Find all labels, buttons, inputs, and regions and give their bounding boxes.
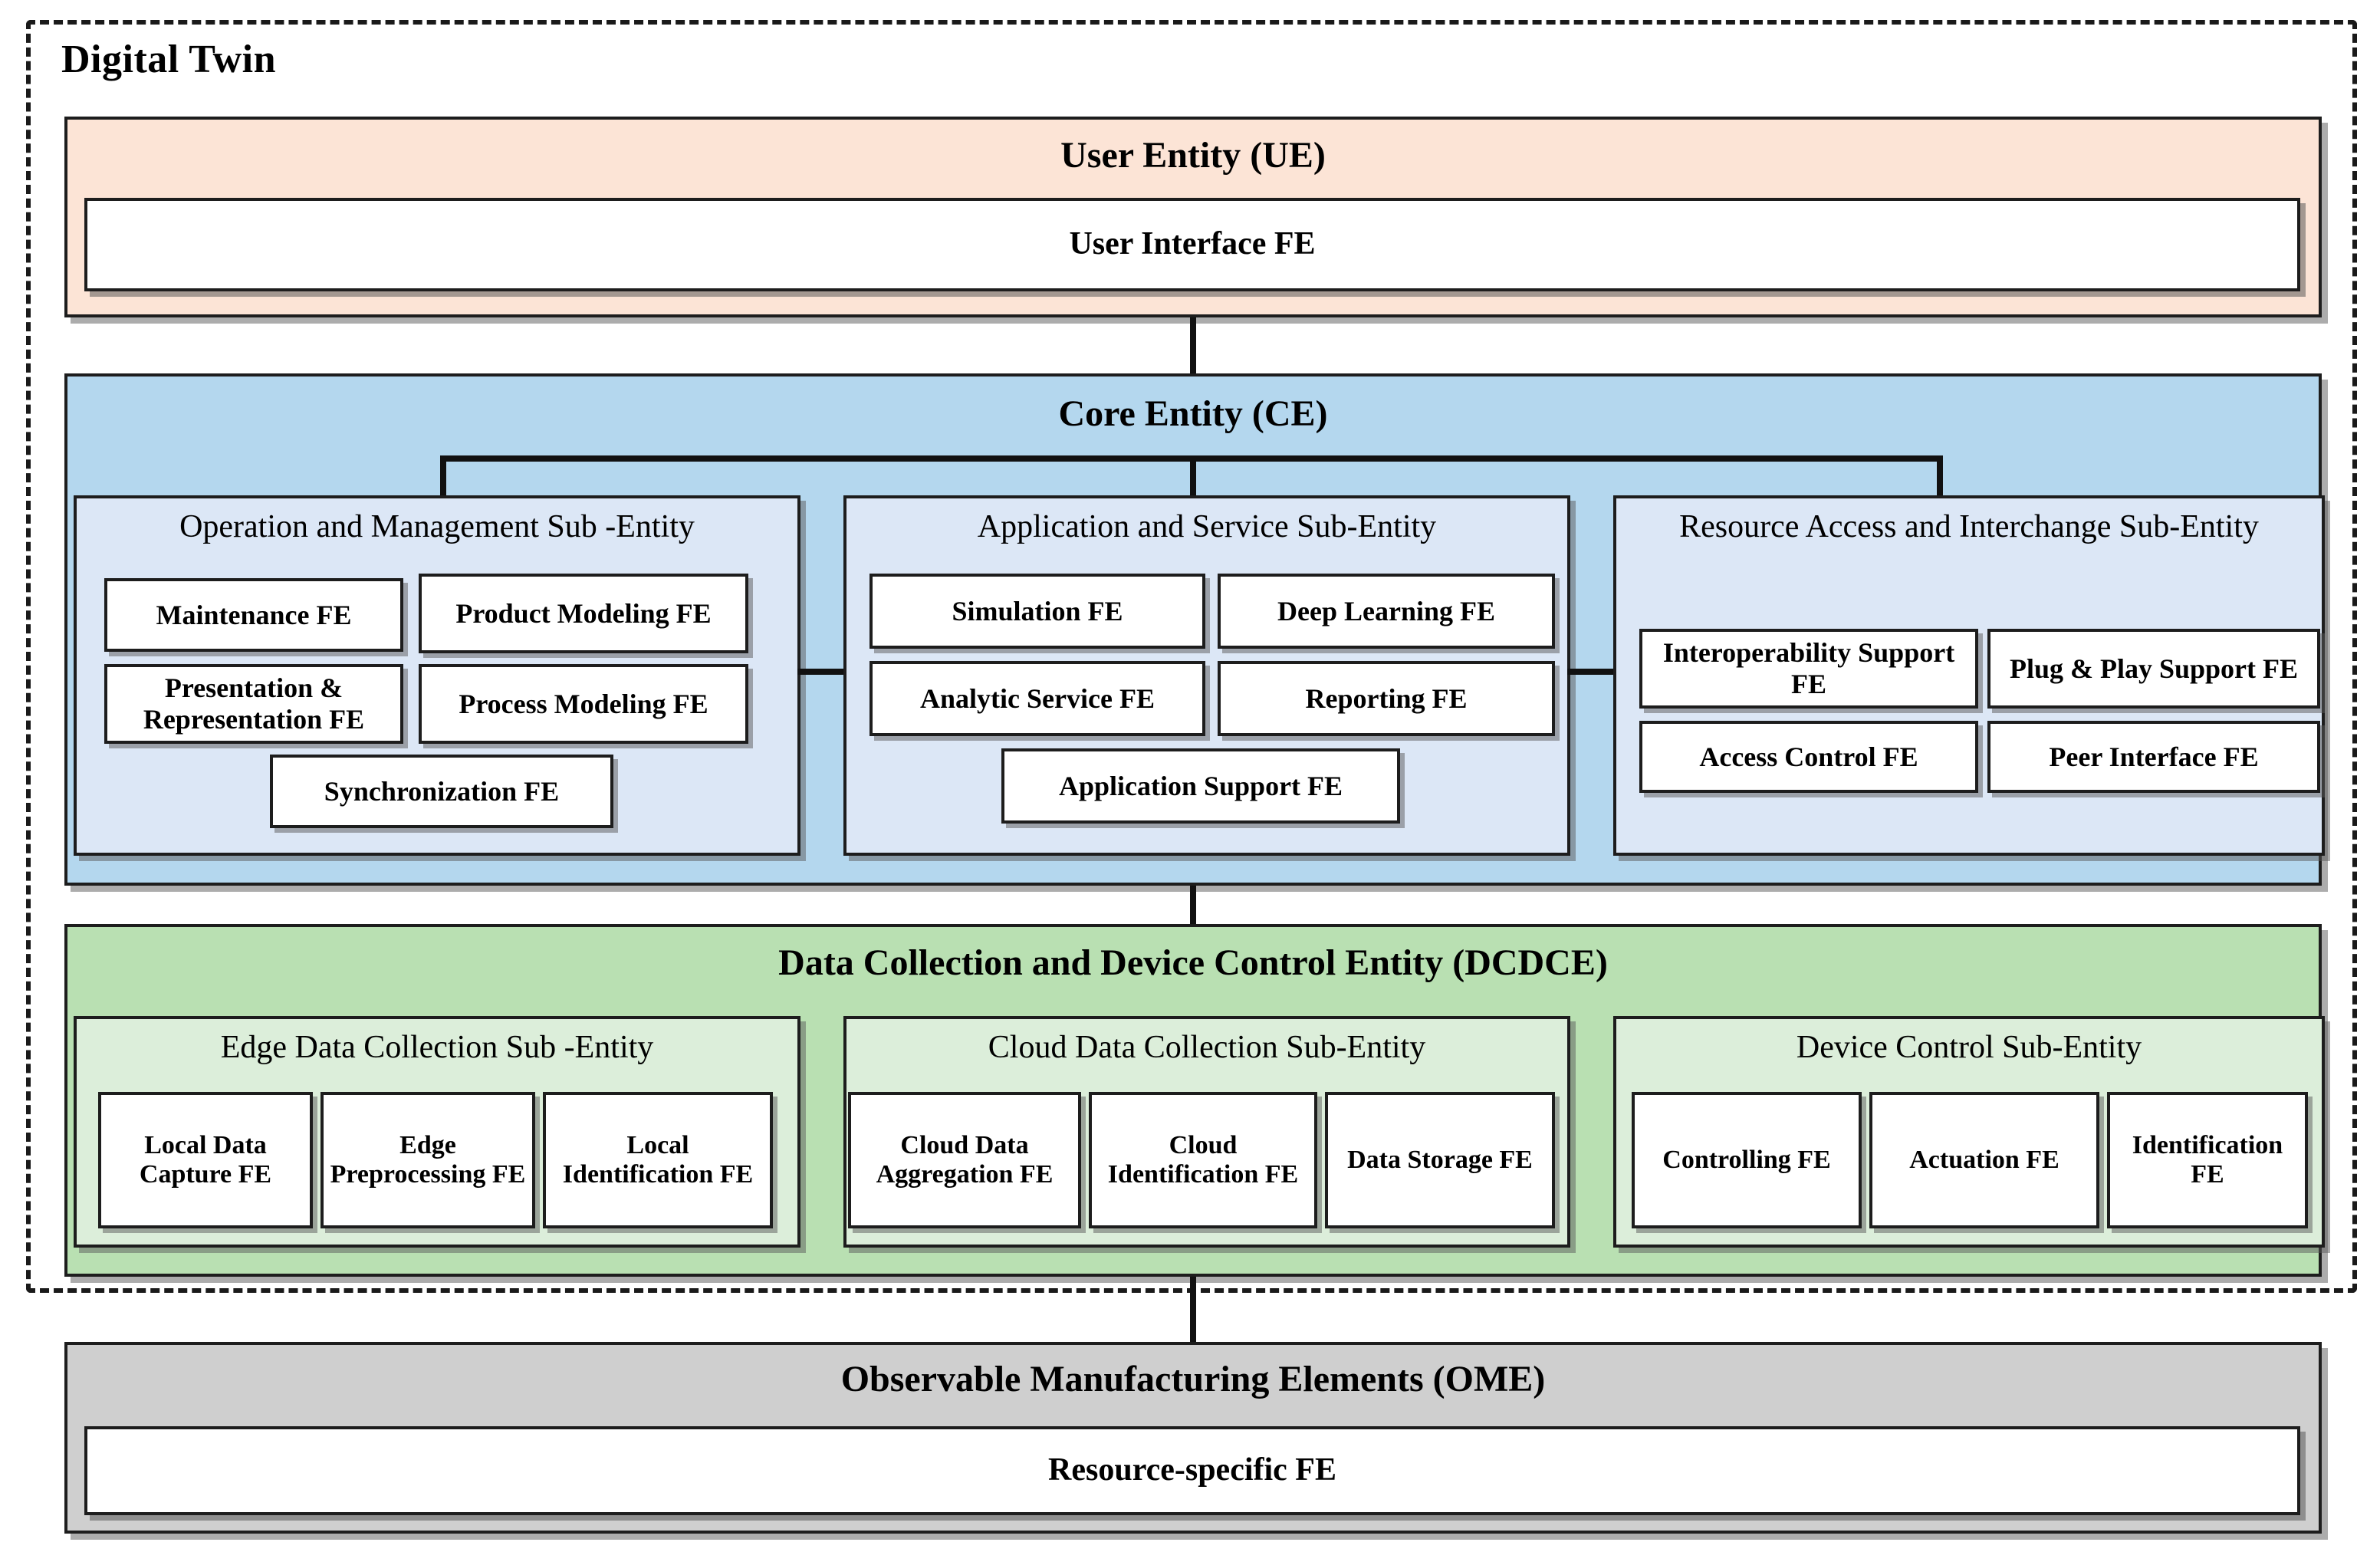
digital-twin-label: Digital Twin bbox=[61, 38, 277, 81]
connector-ue-to-ce bbox=[1190, 317, 1196, 374]
sub-entity-application-service-title: Application and Service Sub-Entity bbox=[977, 509, 1437, 544]
fe-maintenance[interactable]: Maintenance FE bbox=[104, 578, 403, 652]
fe-user-interface-label: User Interface FE bbox=[1069, 226, 1316, 262]
connector-ce-to-dcdce bbox=[1190, 886, 1196, 927]
fe-local-identification[interactable]: Local Identification FE bbox=[543, 1092, 773, 1228]
fe-plug-and-play-support-label: Plug & Play Support FE bbox=[2009, 653, 2299, 684]
fe-controlling[interactable]: Controlling FE bbox=[1632, 1092, 1862, 1228]
fe-local-data-capture[interactable]: Local Data Capture FE bbox=[98, 1092, 313, 1228]
fe-application-support[interactable]: Application Support FE bbox=[1001, 748, 1400, 824]
fe-data-storage-label: Data Storage FE bbox=[1347, 1145, 1533, 1174]
fe-presentation-representation[interactable]: Presentation & Representation FE bbox=[104, 664, 403, 744]
ome-entity-title: Observable Manufacturing Elements (OME) bbox=[840, 1359, 1546, 1399]
connector-om-to-as bbox=[797, 669, 850, 675]
fe-simulation[interactable]: Simulation FE bbox=[869, 574, 1205, 649]
fe-interoperability-support[interactable]: Interoperability Support FE bbox=[1639, 629, 1978, 709]
fe-analytic-service[interactable]: Analytic Service FE bbox=[869, 661, 1205, 736]
fe-analytic-service-label: Analytic Service FE bbox=[920, 682, 1155, 714]
fe-application-support-label: Application Support FE bbox=[1058, 770, 1343, 801]
fe-product-modeling-label: Product Modeling FE bbox=[455, 597, 712, 629]
fe-reporting-label: Reporting FE bbox=[1305, 682, 1468, 714]
fe-local-data-capture-label: Local Data Capture FE bbox=[139, 1130, 272, 1189]
fe-product-modeling[interactable]: Product Modeling FE bbox=[419, 574, 748, 653]
fe-synchronization[interactable]: Synchronization FE bbox=[270, 755, 613, 828]
fe-interoperability-support-label: Interoperability Support FE bbox=[1662, 637, 1955, 699]
fe-process-modeling[interactable]: Process Modeling FE bbox=[419, 664, 748, 744]
fe-cloud-identification[interactable]: Cloud Identification FE bbox=[1089, 1092, 1317, 1228]
fe-actuation[interactable]: Actuation FE bbox=[1869, 1092, 2099, 1228]
fe-cloud-data-aggregation[interactable]: Cloud Data Aggregation FE bbox=[848, 1092, 1081, 1228]
fe-edge-preprocessing-label: Edge Preprocessing FE bbox=[330, 1130, 526, 1189]
core-entity-bracket-drop-left bbox=[440, 455, 446, 497]
fe-controlling-label: Controlling FE bbox=[1662, 1145, 1831, 1174]
fe-peer-interface[interactable]: Peer Interface FE bbox=[1987, 721, 2320, 793]
sub-entity-device-control-title: Device Control Sub-Entity bbox=[1796, 1030, 2142, 1065]
sub-entity-cloud-data-collection-title: Cloud Data Collection Sub-Entity bbox=[988, 1030, 1426, 1065]
fe-identification[interactable]: Identification FE bbox=[2107, 1092, 2308, 1228]
dcdce-entity-title: Data Collection and Device Control Entit… bbox=[778, 942, 1608, 983]
fe-simulation-label: Simulation FE bbox=[952, 595, 1123, 626]
fe-deep-learning[interactable]: Deep Learning FE bbox=[1218, 574, 1555, 649]
fe-local-identification-label: Local Identification FE bbox=[562, 1130, 754, 1189]
sub-entity-operation-management-title: Operation and Management Sub -Entity bbox=[179, 509, 695, 544]
core-entity-title: Core Entity (CE) bbox=[1058, 393, 1328, 434]
fe-plug-and-play-support[interactable]: Plug & Play Support FE bbox=[1987, 629, 2320, 709]
fe-access-control[interactable]: Access Control FE bbox=[1639, 721, 1978, 793]
fe-resource-specific[interactable]: Resource-specific FE bbox=[84, 1426, 2300, 1515]
fe-peer-interface-label: Peer Interface FE bbox=[2049, 741, 2259, 772]
fe-identification-label: Identification FE bbox=[2132, 1130, 2283, 1189]
fe-resource-specific-label: Resource-specific FE bbox=[1048, 1452, 1336, 1488]
fe-data-storage[interactable]: Data Storage FE bbox=[1325, 1092, 1555, 1228]
user-entity-title: User Entity (UE) bbox=[1060, 135, 1326, 176]
fe-presentation-representation-label: Presentation & Representation FE bbox=[143, 672, 365, 735]
sub-entity-edge-data-collection-title: Edge Data Collection Sub -Entity bbox=[220, 1030, 654, 1065]
fe-cloud-identification-label: Cloud Identification FE bbox=[1107, 1130, 1299, 1189]
fe-access-control-label: Access Control FE bbox=[1699, 741, 1918, 772]
fe-maintenance-label: Maintenance FE bbox=[156, 599, 352, 630]
fe-synchronization-label: Synchronization FE bbox=[324, 775, 560, 807]
connector-dcdce-to-ome bbox=[1190, 1277, 1196, 1346]
core-entity-bracket-drop-right bbox=[1937, 455, 1943, 497]
fe-reporting[interactable]: Reporting FE bbox=[1218, 661, 1555, 736]
fe-deep-learning-label: Deep Learning FE bbox=[1277, 595, 1495, 626]
core-entity-bracket-drop-center bbox=[1190, 455, 1196, 497]
fe-process-modeling-label: Process Modeling FE bbox=[459, 688, 708, 719]
connector-as-to-rai bbox=[1567, 669, 1619, 675]
sub-entity-resource-access-interchange-title: Resource Access and Interchange Sub-Enti… bbox=[1679, 509, 2259, 544]
fe-edge-preprocessing[interactable]: Edge Preprocessing FE bbox=[321, 1092, 535, 1228]
fe-actuation-label: Actuation FE bbox=[1909, 1145, 2059, 1174]
fe-user-interface[interactable]: User Interface FE bbox=[84, 198, 2300, 291]
fe-cloud-data-aggregation-label: Cloud Data Aggregation FE bbox=[876, 1130, 1054, 1189]
